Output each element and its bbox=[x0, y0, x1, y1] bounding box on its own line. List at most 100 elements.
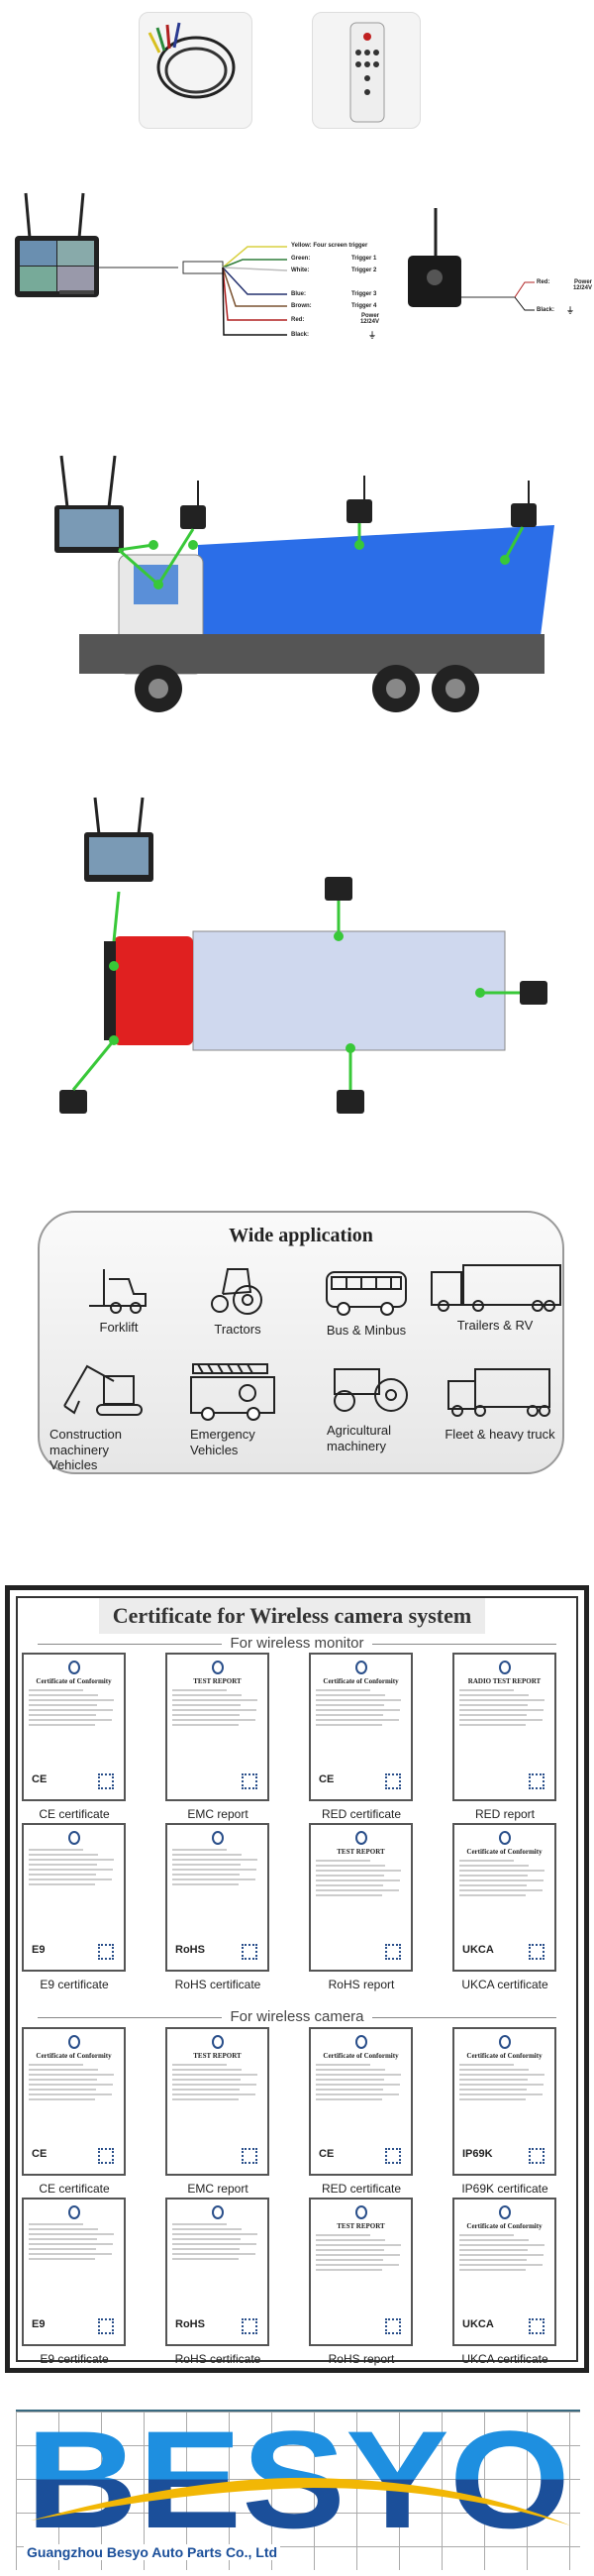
certificate-label: CE certificate bbox=[39, 1807, 110, 1821]
certificate-label: UKCA certificate bbox=[461, 1978, 548, 1991]
certification-mark: E9 bbox=[32, 2318, 46, 2330]
certificate-document: TEST REPORT bbox=[165, 1653, 269, 1801]
seal-icon bbox=[211, 1831, 224, 1845]
seal-icon bbox=[211, 2035, 224, 2049]
document-title: Certificate of Conformity bbox=[466, 2052, 543, 2060]
certificate-document: TEST REPORT bbox=[309, 1823, 413, 1972]
certificate-label: EMC report bbox=[187, 1807, 248, 1821]
certification-mark: E9 bbox=[32, 1944, 46, 1956]
qr-code-icon bbox=[385, 1773, 401, 1789]
certificate-label: E9 certificate bbox=[40, 1978, 109, 1991]
wire-color: Green: bbox=[291, 256, 311, 262]
wire-function: Trigger 3 bbox=[351, 291, 377, 297]
dump-truck-diagram bbox=[54, 455, 554, 712]
wire-function: Trigger 1 bbox=[351, 256, 377, 262]
wire-color: Blue: bbox=[291, 291, 306, 297]
wire-color: Red: bbox=[537, 279, 550, 285]
wire-color: Brown: bbox=[291, 303, 312, 309]
seal-icon bbox=[354, 1831, 367, 1845]
certificate-document: RoHS bbox=[165, 1823, 269, 1972]
wire-color: Black: bbox=[291, 332, 310, 338]
seal-icon bbox=[67, 2205, 80, 2219]
app-emergency: Emergency Vehicles bbox=[178, 1359, 287, 1457]
seal-icon bbox=[354, 2205, 367, 2219]
certificate-document: RADIO TEST REPORT bbox=[452, 1653, 556, 1801]
wire-function: Trigger 4 bbox=[351, 303, 377, 309]
wire-function: Power 12/24V bbox=[359, 313, 379, 325]
qr-code-icon bbox=[242, 1944, 257, 1960]
wiring-diagram bbox=[15, 192, 535, 336]
seal-icon bbox=[211, 1661, 224, 1674]
wire-color: White: bbox=[291, 268, 310, 273]
seal-icon bbox=[354, 2035, 367, 2049]
wide-application-panel: Wide application Forklift Tractors Bus &… bbox=[38, 1211, 564, 1474]
besyo-logo: BESYO Guangzhou Besyo Auto Parts Co., Lt… bbox=[16, 2410, 580, 2570]
app-fleet: Fleet & heavy truck bbox=[436, 1366, 564, 1443]
document-title: Certificate of Conformity bbox=[323, 1677, 399, 1685]
app-forklift: Forklift bbox=[54, 1264, 183, 1336]
qr-code-icon bbox=[242, 2318, 257, 2334]
qr-code-icon bbox=[529, 2148, 544, 2164]
certificate-title: Certificate for Wireless camera system bbox=[99, 1598, 485, 1634]
fire-truck-icon bbox=[190, 1363, 275, 1421]
app-agricultural: Agricultural machinery bbox=[317, 1359, 426, 1453]
document-title: Certificate of Conformity bbox=[323, 2052, 399, 2060]
company-name: Guangzhou Besyo Auto Parts Co., Ltd bbox=[24, 2544, 281, 2560]
document-title: TEST REPORT bbox=[337, 2222, 385, 2230]
seal-icon bbox=[498, 2205, 511, 2219]
agricultural-tractor-icon bbox=[333, 1368, 408, 1412]
certificate-document: TEST REPORT bbox=[309, 2198, 413, 2346]
seal-icon bbox=[354, 1661, 367, 1674]
qr-code-icon bbox=[529, 1944, 544, 1960]
qr-code-icon bbox=[529, 2318, 544, 2334]
certification-mark: RoHS bbox=[175, 1944, 205, 1956]
truck-cab bbox=[114, 936, 193, 1045]
wire-function: Trigger 2 bbox=[351, 268, 377, 273]
certificate-label: EMC report bbox=[187, 2182, 248, 2196]
seal-icon bbox=[67, 1831, 80, 1845]
app-trailers: Trailers & RV bbox=[426, 1262, 564, 1334]
document-title: TEST REPORT bbox=[193, 1677, 242, 1685]
cargo-box bbox=[192, 930, 506, 1051]
connector-icon bbox=[182, 261, 224, 274]
monitor-icon bbox=[54, 455, 124, 553]
seal-icon bbox=[498, 1831, 511, 1845]
qr-code-icon bbox=[385, 2318, 401, 2334]
qr-code-icon bbox=[385, 1944, 401, 1960]
document-title: Certificate of Conformity bbox=[36, 2052, 112, 2060]
trailer-truck-icon bbox=[430, 1264, 561, 1312]
seal-icon bbox=[211, 2205, 224, 2219]
box-truck-top-view bbox=[59, 797, 547, 1114]
certificate-label: RED report bbox=[474, 1807, 536, 1821]
certificate-document: E9 bbox=[22, 1823, 126, 1972]
certification-mark: IP69K bbox=[462, 2148, 493, 2160]
qr-code-icon bbox=[529, 1773, 544, 1789]
certification-mark: RoHS bbox=[175, 2318, 205, 2330]
monitor-icon bbox=[84, 797, 153, 882]
certificate-label: RoHS report bbox=[328, 1978, 395, 1991]
seal-icon bbox=[67, 2035, 80, 2049]
wire-color: Black: bbox=[537, 307, 555, 313]
certificate-label: RoHS report bbox=[328, 2352, 395, 2366]
antenna-icon bbox=[77, 192, 85, 239]
qr-code-icon bbox=[98, 1944, 114, 1960]
camera-icon bbox=[180, 499, 537, 529]
qr-code-icon bbox=[242, 1773, 257, 1789]
document-title: Certificate of Conformity bbox=[466, 2222, 543, 2230]
remote-control-photo bbox=[312, 12, 421, 129]
wire-color: Red: bbox=[291, 317, 305, 323]
remote-icon bbox=[349, 22, 385, 123]
certification-mark: CE bbox=[319, 1773, 335, 1785]
forklift-icon bbox=[89, 1269, 147, 1314]
certificate-document: TEST REPORT bbox=[165, 2027, 269, 2176]
certificate-label: RED certificate bbox=[321, 2182, 402, 2196]
logo-swoosh bbox=[31, 2477, 570, 2525]
wire-function: Four screen trigger bbox=[313, 243, 368, 249]
document-title: TEST REPORT bbox=[193, 2052, 242, 2060]
seal-icon bbox=[67, 1661, 80, 1674]
